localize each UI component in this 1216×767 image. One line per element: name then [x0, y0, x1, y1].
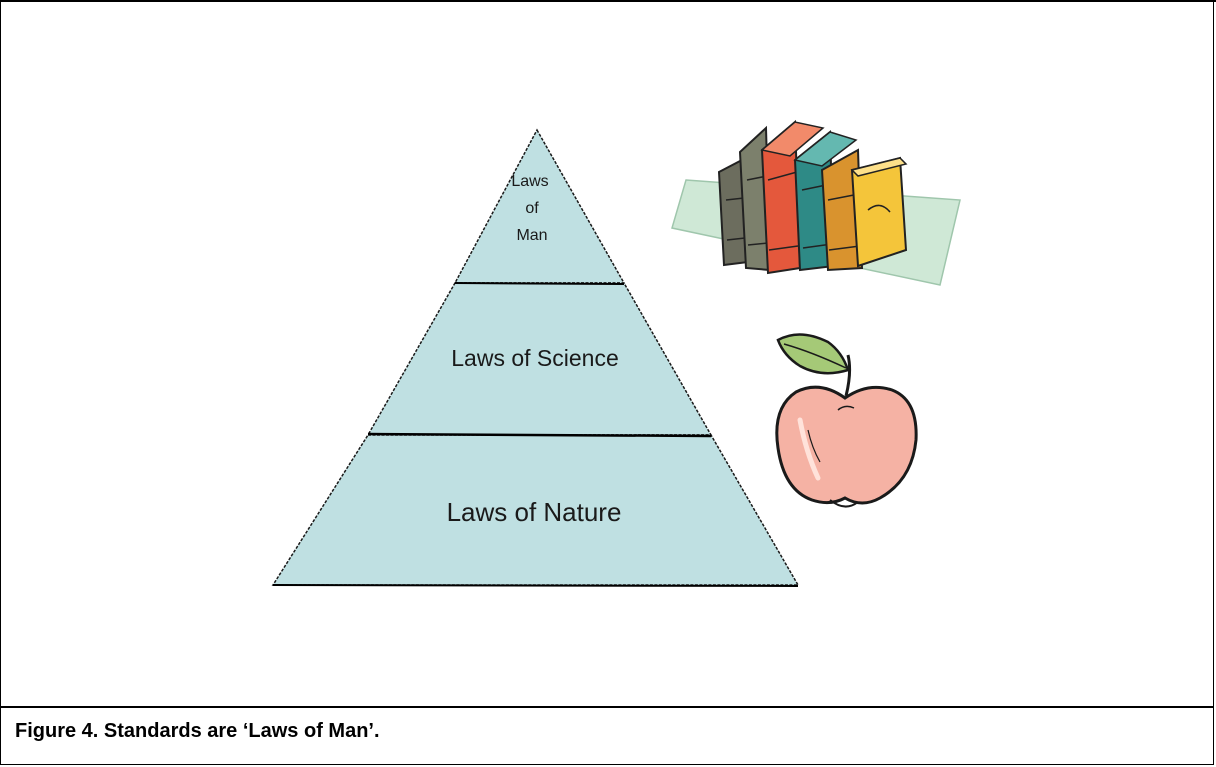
books-clipart [671, 119, 961, 286]
apple-icon [775, 385, 918, 505]
tier-divider-top [454, 282, 625, 285]
apple-stem-icon [844, 354, 852, 397]
tier-laws-of-nature-label: Laws of Nature [447, 497, 622, 527]
pyramid [271, 128, 800, 587]
frame-top-edge [0, 0, 1216, 2]
book-yellow-icon [850, 156, 908, 268]
apple-clipart [775, 333, 918, 508]
tier-laws-of-nature-shape [271, 434, 800, 586]
tier-laws-of-science-label: Laws of Science [451, 345, 618, 371]
tier-laws-of-man-line-2: of [525, 200, 539, 217]
pyramid-base [272, 584, 799, 587]
book-teal-icon [793, 129, 858, 272]
tier-laws-of-man-shape [453, 128, 626, 284]
figure-area: Laws of Man Laws of Science Laws of Natu… [0, 119, 1214, 708]
book-red-icon [760, 119, 825, 275]
tier-laws-of-man-line-3: Man [516, 227, 547, 244]
figure-caption: Figure 4. Standards are ‘Laws of Man’. [15, 720, 380, 742]
tier-laws-of-man-line-1: Laws [511, 173, 548, 190]
tier-divider-middle [367, 432, 712, 438]
pyramid-diagram: Laws of Man Laws of Science Laws of Natu… [271, 119, 961, 587]
apple-leaf-icon [776, 333, 850, 375]
